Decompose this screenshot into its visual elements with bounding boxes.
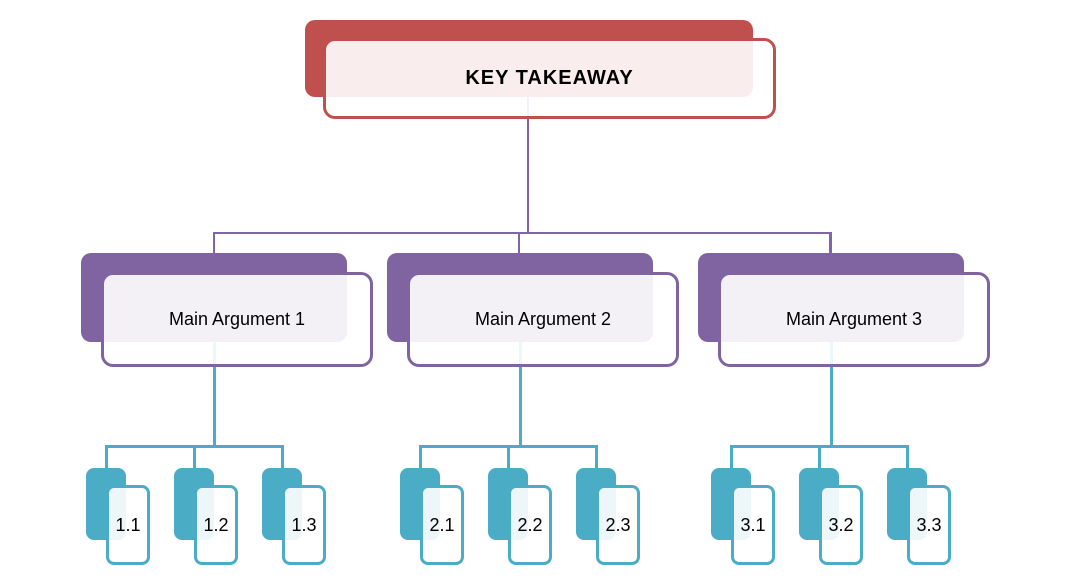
branch3-connector-drop-3 — [905, 444, 909, 471]
leaf-node-2-1-label: 2.1 — [429, 514, 455, 535]
leaf-node-2-2-card: 2.2 — [508, 485, 552, 565]
branch2-connector-drop-1 — [418, 444, 422, 471]
root-node-card: KEY TAKEAWAY — [323, 38, 776, 119]
leaf-node-1-3-card: 1.3 — [282, 485, 326, 565]
root-node-label: KEY TAKEAWAY — [465, 67, 634, 89]
branch-node-3-label: Main Argument 3 — [785, 309, 923, 329]
leaf-node-1-1-label: 1.1 — [115, 514, 141, 535]
branch3-connector-drop-1 — [729, 444, 733, 471]
branch1-connector-drop-2 — [192, 444, 196, 471]
leaf-node-2-3-label: 2.3 — [605, 514, 631, 535]
branch-node-2-label: Main Argument 2 — [474, 309, 612, 329]
root-connector-drop-1 — [212, 231, 216, 256]
leaf-node-2-3-card: 2.3 — [596, 485, 640, 565]
root-connector-drop-3 — [829, 231, 832, 256]
leaf-node-1-1-card: 1.1 — [106, 485, 150, 565]
root-connector-drop-2 — [517, 231, 521, 258]
leaf-node-3-3-label: 3.3 — [916, 514, 942, 535]
branch1-connector-drop-1 — [104, 444, 108, 471]
branch2-connector-drop-2 — [506, 444, 510, 471]
leaf-node-3-1-card: 3.1 — [731, 485, 775, 565]
leaf-node-1-3-label: 1.3 — [291, 514, 317, 535]
leaf-node-2-1-card: 2.1 — [420, 485, 464, 565]
branch2-connector-drop-3 — [594, 444, 598, 471]
root-connector-bar — [212, 231, 832, 234]
leaf-node-3-2-label: 3.2 — [828, 514, 854, 535]
leaf-node-3-2-card: 3.2 — [819, 485, 863, 565]
branch1-connector-drop-3 — [280, 444, 284, 471]
branch2-connector-stem — [518, 335, 522, 447]
leaf-node-3-1-label: 3.1 — [740, 514, 766, 535]
branch3-connector-stem — [829, 335, 833, 447]
branch-node-2-card: Main Argument 2 — [407, 272, 679, 367]
branch-node-3-card: Main Argument 3 — [718, 272, 990, 367]
branch3-connector-drop-2 — [817, 444, 821, 471]
leaf-node-2-2-label: 2.2 — [517, 514, 543, 535]
leaf-node-1-2-label: 1.2 — [203, 514, 229, 535]
branch-node-1-label: Main Argument 1 — [168, 309, 306, 329]
leaf-node-3-3-card: 3.3 — [907, 485, 951, 565]
branch1-connector-stem — [212, 335, 216, 447]
leaf-node-1-2-card: 1.2 — [194, 485, 238, 565]
branch-node-1-card: Main Argument 1 — [101, 272, 373, 367]
root-connector-stem — [526, 92, 530, 234]
